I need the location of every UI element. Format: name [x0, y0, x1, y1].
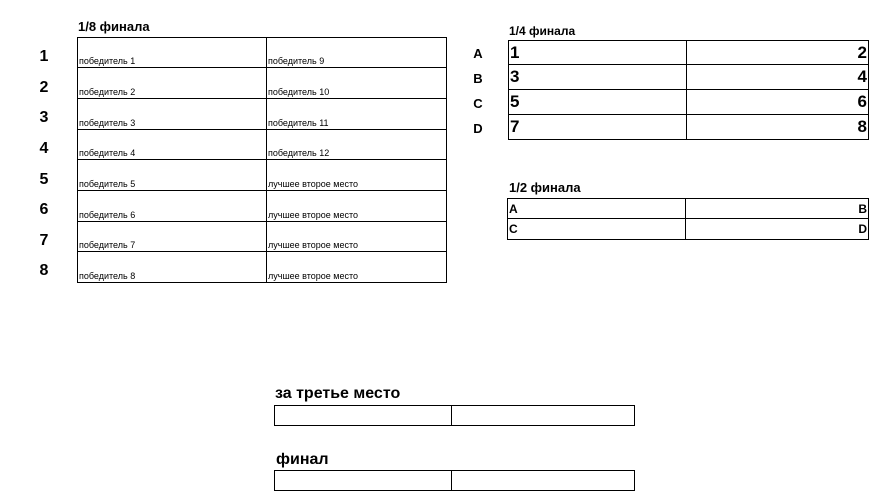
table-cell[interactable]: 6 [857, 92, 867, 111]
match-letter: B [473, 71, 483, 86]
table-row: победитель 7 лучшее второе место [77, 222, 447, 252]
final-match [274, 470, 635, 491]
table-cell[interactable]: лучшее второе место [268, 210, 359, 220]
table-cell[interactable]: победитель 2 [78, 68, 267, 98]
table-cell[interactable]: победитель 5 [78, 160, 267, 190]
table-cell[interactable]: 8 [857, 117, 867, 136]
table-cell[interactable] [452, 406, 634, 425]
table-cell[interactable] [275, 471, 452, 490]
table-cell[interactable]: 7 [509, 115, 687, 139]
row-number: 6 [39, 201, 49, 218]
table-cell[interactable]: победитель 1 [78, 38, 267, 67]
table-cell[interactable]: B [858, 202, 867, 216]
round-of-16-title: 1/8 финала [78, 19, 150, 34]
table-row: 5 6 [508, 90, 869, 115]
table-row: победитель 4 победитель 12 [77, 130, 447, 160]
final-title: финал [276, 451, 329, 468]
table-cell[interactable]: C [508, 219, 686, 239]
table-cell[interactable]: победитель 3 [78, 99, 267, 129]
table-row: 7 8 [508, 115, 869, 140]
row-number: 2 [39, 79, 49, 96]
table-cell[interactable]: лучшее второе место [268, 179, 359, 189]
semi-finals-title: 1/2 финала [509, 180, 581, 195]
table-row: победитель 3 победитель 11 [77, 99, 447, 130]
match-letter: D [473, 121, 483, 136]
row-number: 5 [39, 171, 49, 188]
table-cell[interactable]: лучшее второе место [268, 271, 359, 281]
table-row: победитель 5 лучшее второе место [77, 160, 447, 191]
table-row: победитель 8 лучшее второе место [77, 252, 447, 283]
row-number: 4 [39, 140, 49, 157]
table-row: победитель 1 победитель 9 [77, 37, 447, 68]
table-cell[interactable]: 2 [857, 43, 867, 62]
table-cell[interactable]: A [508, 199, 686, 218]
match-letter: C [473, 96, 483, 111]
table-row: 1 2 [508, 40, 869, 65]
table-row: победитель 6 лучшее второе место [77, 191, 447, 222]
table-row: 3 4 [508, 65, 869, 90]
table-cell[interactable]: 5 [509, 90, 687, 114]
third-place-match [274, 405, 635, 426]
table-cell[interactable]: победитель 9 [268, 56, 325, 66]
row-number: 8 [39, 262, 49, 279]
table-cell[interactable]: победитель 12 [268, 148, 330, 158]
table-cell[interactable]: победитель 6 [78, 191, 267, 221]
table-cell[interactable]: лучшее второе место [268, 240, 359, 250]
table-cell[interactable] [275, 406, 452, 425]
table-cell[interactable]: 3 [509, 65, 687, 89]
table-cell[interactable] [452, 471, 634, 490]
table-cell[interactable]: победитель 8 [78, 252, 267, 282]
third-place-title: за третье место [275, 385, 401, 402]
table-cell[interactable]: 4 [857, 67, 867, 86]
table-cell[interactable]: победитель 10 [268, 87, 330, 97]
match-letter: A [473, 46, 483, 61]
table-cell[interactable]: победитель 7 [78, 222, 267, 251]
table-cell[interactable]: D [858, 222, 867, 236]
table-cell[interactable]: 1 [509, 41, 687, 64]
row-number: 3 [39, 109, 49, 126]
row-number: 7 [39, 232, 49, 249]
table-row: C D [507, 219, 869, 240]
table-cell[interactable]: победитель 4 [78, 130, 267, 159]
table-row: A B [507, 198, 869, 219]
table-cell[interactable]: победитель 11 [268, 118, 329, 128]
quarter-finals-title: 1/4 финала [509, 24, 576, 38]
row-number: 1 [39, 48, 49, 65]
table-row: победитель 2 победитель 10 [77, 68, 447, 99]
